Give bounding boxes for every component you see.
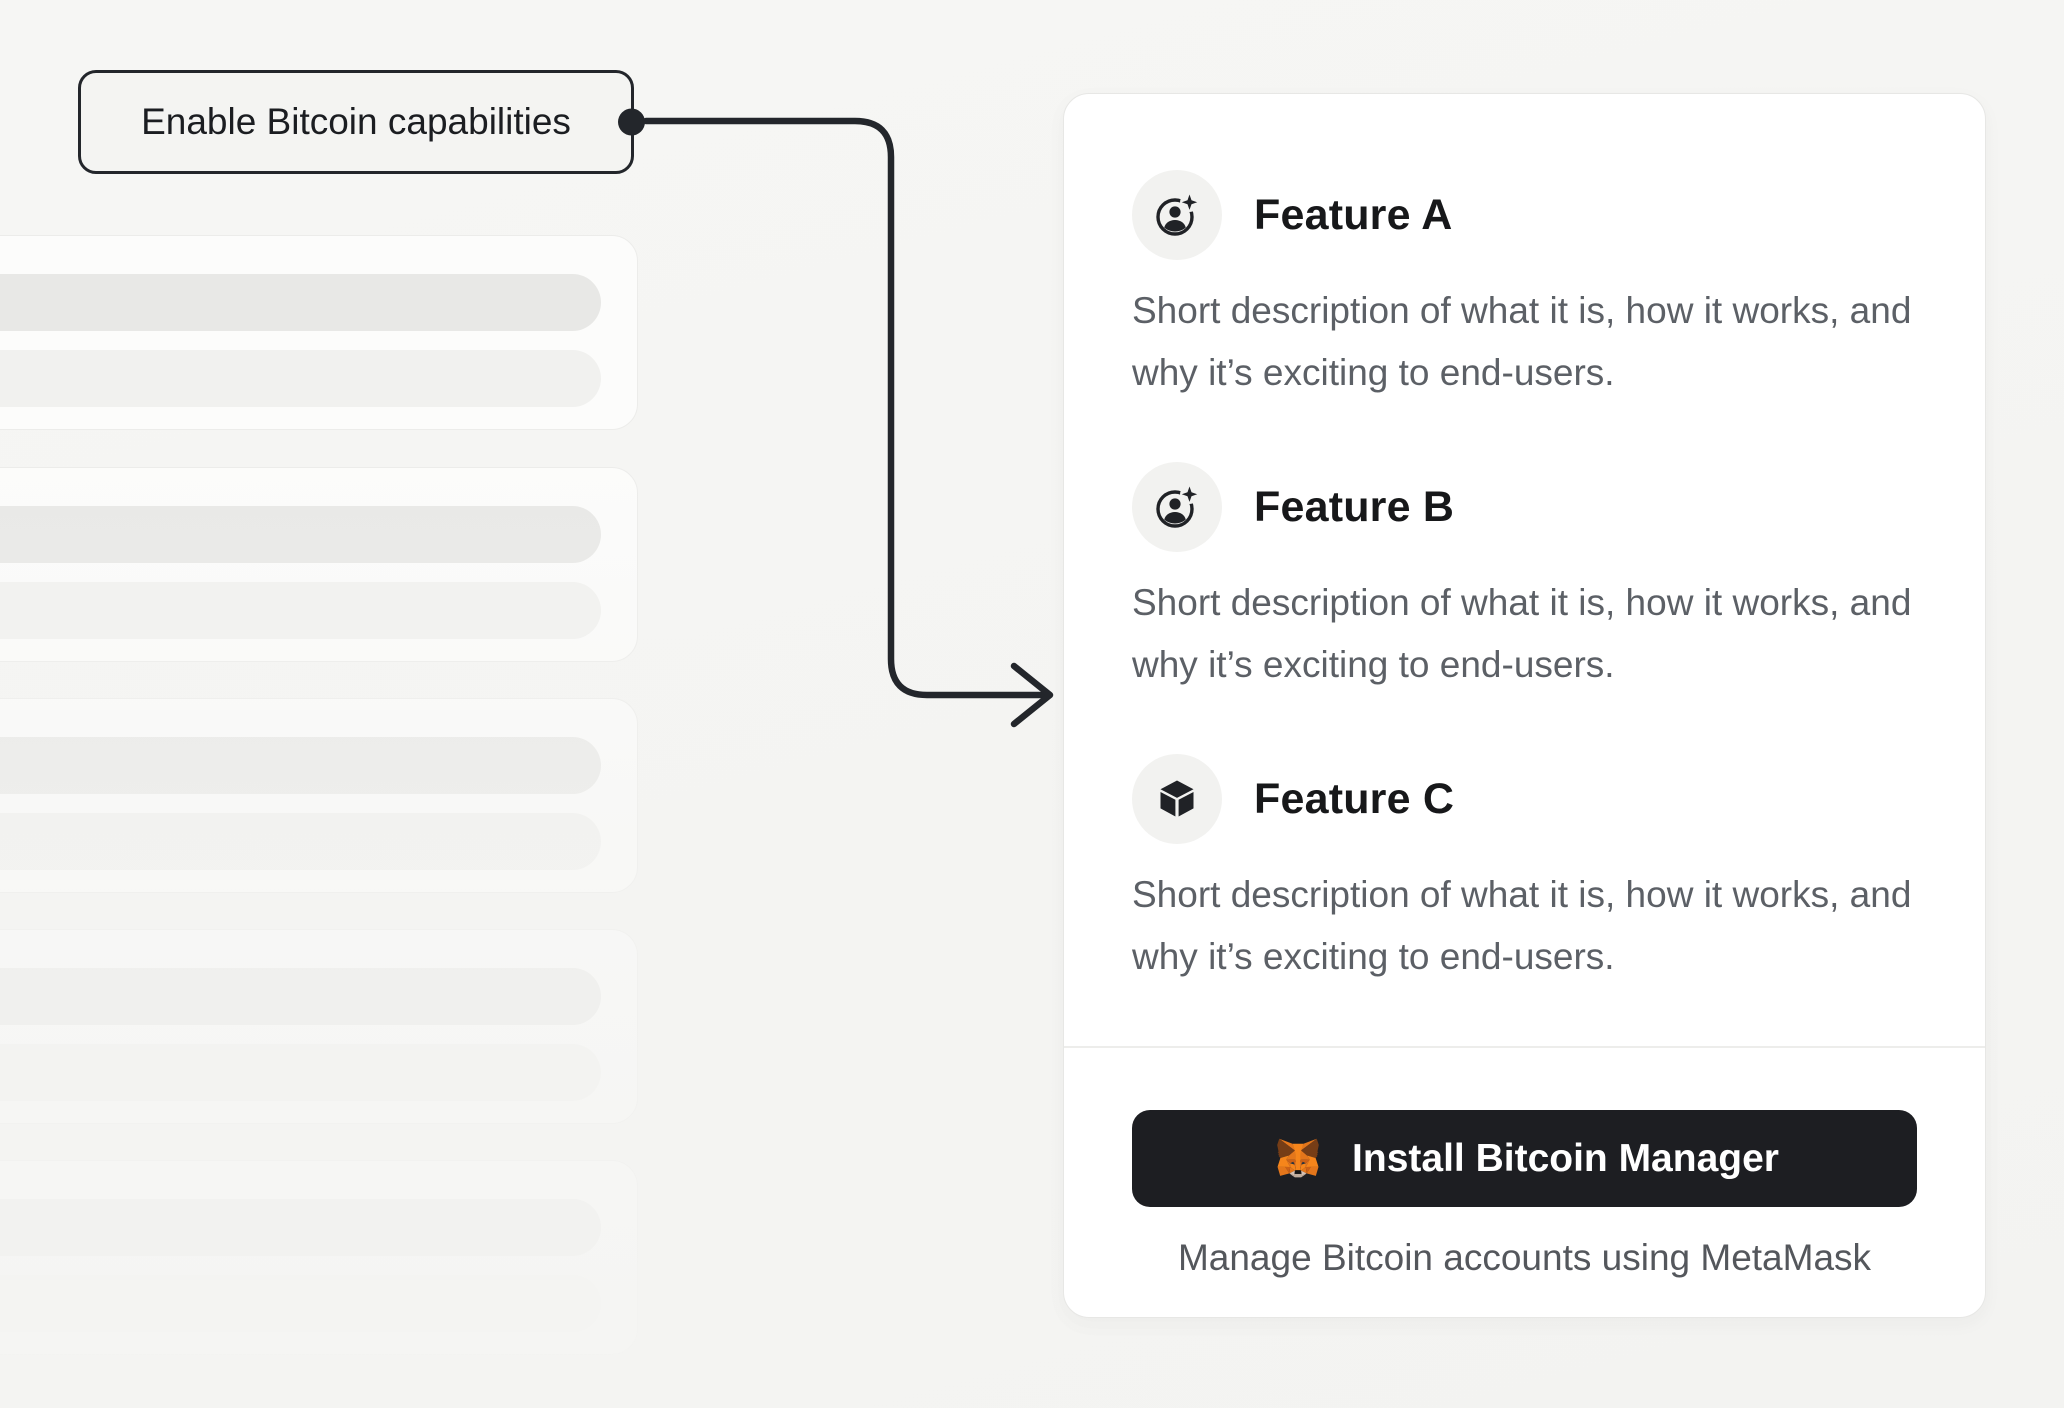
connector-dot	[618, 108, 645, 136]
install-caption: Manage Bitcoin accounts using MetaMask	[1177, 1237, 1872, 1278]
feature-title: Feature B	[1254, 482, 1455, 531]
callout-text: Enable Bitcoin capabilities	[141, 101, 571, 142]
skeleton-line	[0, 1199, 601, 1256]
skeleton-card	[0, 929, 638, 1124]
account-sparkle-icon	[1132, 170, 1222, 260]
skeleton-line	[0, 968, 601, 1025]
feature-description: Short description of what it is, how it …	[1132, 582, 1912, 685]
install-button-label: Install Bitcoin Manager	[1352, 1136, 1779, 1180]
divider	[1064, 1046, 1985, 1048]
skeleton-line	[0, 1275, 601, 1332]
skeleton-line	[0, 350, 601, 407]
skeleton-card	[0, 467, 638, 662]
feature-section: Feature A Short description of what it i…	[1132, 170, 1917, 404]
skeleton-line	[0, 274, 601, 331]
account-sparkle-icon	[1132, 462, 1222, 552]
skeleton-card	[0, 698, 638, 893]
feature-header: Feature B	[1132, 462, 1917, 552]
skeleton-line	[0, 506, 601, 563]
callout-label: Enable Bitcoin capabilities	[78, 70, 645, 174]
feature-title: Feature A	[1254, 190, 1453, 239]
skeleton-line	[0, 737, 601, 794]
feature-header: Feature A	[1132, 170, 1917, 260]
feature-section: Feature B Short description of what it i…	[1132, 462, 1917, 696]
feature-section: Feature C Short description of what it i…	[1132, 754, 1917, 988]
feature-description: Short description of what it is, how it …	[1132, 874, 1912, 977]
feature-title: Feature C	[1254, 774, 1455, 823]
feature-header: Feature C	[1132, 754, 1917, 844]
skeleton-card	[0, 1160, 638, 1355]
skeleton-line	[0, 813, 601, 870]
feature-card: Feature A Short description of what it i…	[1063, 93, 1986, 1318]
skeleton-line	[0, 1044, 601, 1101]
cube-icon	[1132, 754, 1222, 844]
install-bitcoin-manager-button[interactable]: Install Bitcoin Manager	[1132, 1110, 1917, 1207]
metamask-fox-icon	[1270, 1133, 1326, 1185]
skeleton-card	[0, 235, 638, 430]
feature-description: Short description of what it is, how it …	[1132, 290, 1912, 393]
skeleton-line	[0, 582, 601, 639]
